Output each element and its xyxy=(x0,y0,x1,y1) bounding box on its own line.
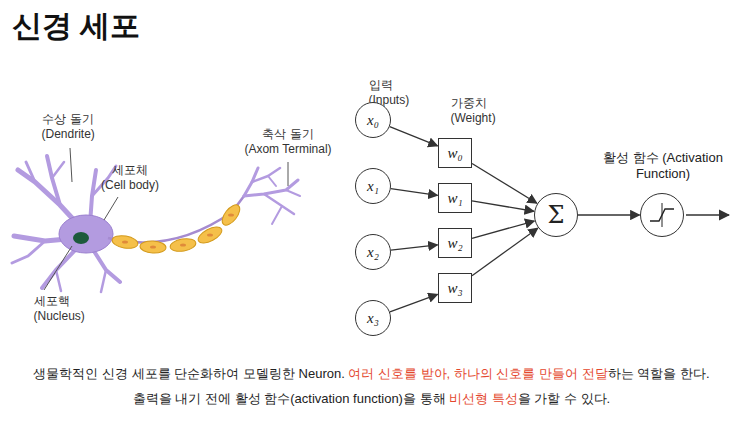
connector-arrow xyxy=(472,228,538,276)
dendrites xyxy=(12,156,120,292)
connector-arrow xyxy=(578,214,640,215)
axon-terminal xyxy=(244,168,300,224)
dendrite xyxy=(47,156,60,205)
leader-line xyxy=(44,246,72,290)
part-label: 세포체 (Cell body) xyxy=(100,163,160,193)
weight-box: w₀ xyxy=(438,138,472,168)
step-curve xyxy=(650,209,674,221)
terminal-branch xyxy=(244,180,298,196)
myelin-segment xyxy=(169,237,197,253)
node-text: x₃ xyxy=(367,310,379,327)
terminal-branch xyxy=(268,176,276,186)
connector-arrow xyxy=(472,163,537,203)
terminal-branch xyxy=(252,168,280,182)
leader-line xyxy=(104,197,118,220)
node-text: x₁ xyxy=(367,178,379,195)
dendrite xyxy=(12,241,45,263)
output-arrow xyxy=(686,214,729,215)
caption: 생물학적인 신경 세포를 단순화하여 모델링한 Neuron. 여러 신호를 받… xyxy=(20,362,723,411)
dendrite xyxy=(26,162,35,182)
myelin-segment xyxy=(111,234,139,250)
node-text: w₃ xyxy=(447,280,462,297)
node-dot xyxy=(207,233,213,236)
connector-arrow xyxy=(472,201,534,211)
connector-arrow xyxy=(472,221,534,238)
myelin-segment xyxy=(140,240,167,253)
dendrite xyxy=(92,248,120,282)
step-function-symbol xyxy=(650,203,674,227)
page-title: 신경 세포 xyxy=(12,6,140,47)
node-dot xyxy=(150,245,156,248)
myelin-segment xyxy=(219,202,243,228)
input-circle: x₀ xyxy=(355,102,391,138)
cell-body xyxy=(59,215,113,253)
nucleus xyxy=(73,232,89,244)
myelin-dots xyxy=(122,213,234,248)
node-text: w₁ xyxy=(447,190,462,207)
connector-arrow xyxy=(391,245,438,250)
terminal-branch xyxy=(286,190,300,196)
input-circle: x₁ xyxy=(355,168,391,204)
node-text: Σ xyxy=(548,201,565,229)
node-dot xyxy=(122,240,128,243)
function-label: 활성 함수 (Activation Function) xyxy=(603,150,723,183)
node-text: w₂ xyxy=(447,235,462,252)
dendrite xyxy=(52,162,64,178)
node-text: w₀ xyxy=(447,145,462,162)
myelin-sheath xyxy=(111,202,243,254)
part-label: 세포핵 (Nucleus) xyxy=(34,294,43,324)
connector-arrow xyxy=(390,127,438,146)
myelin-segment xyxy=(196,224,225,247)
connector-arrow xyxy=(390,294,438,311)
axon xyxy=(108,196,244,242)
leader-lines xyxy=(44,148,288,290)
leader-line xyxy=(70,148,72,182)
terminal-branch xyxy=(272,206,282,224)
weight-box: w₃ xyxy=(438,273,472,303)
activation-circle: 활성 함수 (Activation Function) xyxy=(640,193,684,237)
dendrite xyxy=(56,270,61,291)
dendrite xyxy=(101,270,106,292)
node-dot xyxy=(180,243,186,246)
node-text: x₂ xyxy=(367,244,379,261)
input-circle: x₃ xyxy=(355,300,391,336)
node-text: x₀ xyxy=(367,112,379,129)
sum-circle: Σ xyxy=(534,193,578,237)
weight-box: w₂ xyxy=(438,228,472,258)
node-dot xyxy=(228,213,234,216)
part-label: 축삭 돌기 (Axom Terminal) xyxy=(244,127,333,157)
input-circle: x₂ xyxy=(355,234,391,270)
part-label: 수상 돌기 (Dendrite) xyxy=(42,112,95,142)
weight-box: w₁ xyxy=(438,183,472,213)
column-label: 가중치 (Weight) xyxy=(451,96,460,126)
leader-line xyxy=(288,162,289,186)
connector-arrow xyxy=(391,189,438,196)
